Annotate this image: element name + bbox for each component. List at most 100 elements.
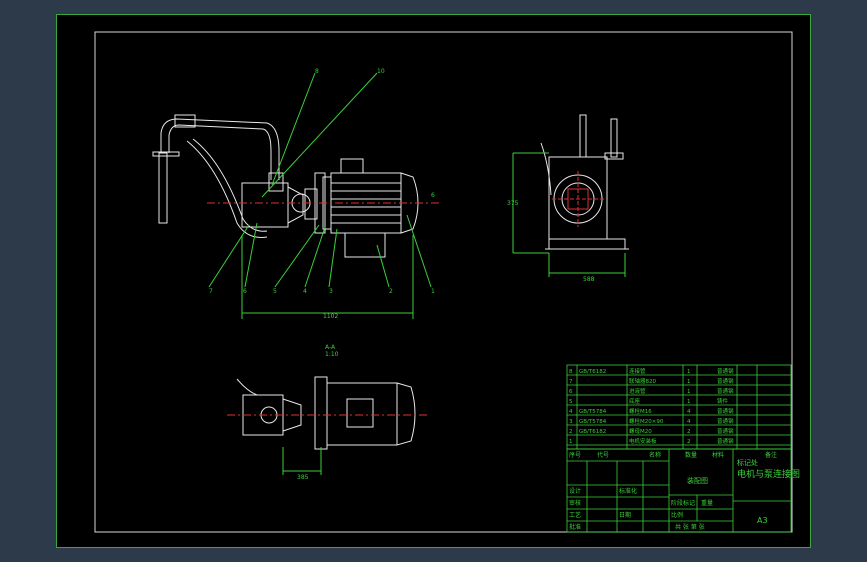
bom-cell-name: 螺母M20 <box>629 427 652 435</box>
top-motor <box>326 382 398 446</box>
side-pipe-1 <box>579 114 587 158</box>
paper-size: A3 <box>757 516 768 525</box>
bom-header-no: 序号 <box>569 451 581 459</box>
pipe-coupling <box>174 114 196 128</box>
bom-header-name: 名称 <box>649 451 661 459</box>
callout-7: 7 <box>209 288 213 295</box>
motor-foot <box>344 232 386 258</box>
title-block <box>566 448 792 533</box>
terminal-box <box>340 158 364 174</box>
bom-cell-no: 6 <box>569 389 573 395</box>
bom-cell-material: 普通钢 <box>717 377 734 385</box>
inlet-flange <box>152 151 180 157</box>
inlet-pipe <box>158 152 168 224</box>
bom-cell-qty: 1 <box>687 389 691 395</box>
bom-cell-no: 4 <box>569 409 573 415</box>
top-hose <box>236 378 258 396</box>
date-label: 日期 <box>619 511 631 519</box>
bom-cell-name: 螺栓M20×90 <box>629 417 664 425</box>
front-side-dim: 6 <box>431 192 435 199</box>
bom-cell-no: 7 <box>569 379 573 385</box>
top-terminal <box>346 398 374 428</box>
hose-fitting <box>268 172 284 192</box>
bom-cell-name: 螺栓M16 <box>629 407 652 415</box>
front-overall-dim: 1102 <box>323 313 338 320</box>
pump-volute <box>287 186 304 224</box>
bom-cell-no: 1 <box>569 439 573 445</box>
check-label: 审核 <box>569 499 581 507</box>
bom-cell-name: 底座 <box>629 397 641 405</box>
drawing-title: 电机与泵连接图 <box>737 468 800 480</box>
bom-cell-no: 5 <box>569 399 573 405</box>
hose-lower <box>186 140 268 238</box>
callout-3: 3 <box>329 288 333 295</box>
sheet-type: 装配图 <box>687 476 708 485</box>
side-hose <box>540 142 552 196</box>
bom-cell-name: 电机安装板 <box>629 437 657 445</box>
motor-fan-cover <box>400 172 419 234</box>
cad-drawing: 1102 6 8 10 7 6 5 4 3 2 1 A-A 1:10 <box>94 31 800 533</box>
bom-cell-qty: 2 <box>687 439 691 445</box>
bom-cell-qty: 1 <box>687 369 691 375</box>
bom-header: 序号 代号 名称 数量 材料 备注 <box>569 451 777 459</box>
design-label: 设计 <box>569 487 581 495</box>
hose-top <box>160 118 280 180</box>
bom-cell-no: 2 <box>569 429 573 435</box>
callout-2: 2 <box>389 288 393 295</box>
weight-label: 重量 <box>701 499 713 507</box>
bom-cell-code: GB/T6182 <box>579 429 606 435</box>
bom-cell-qty: 4 <box>687 409 691 415</box>
bom-cell-name: 联轴器820 <box>629 377 656 385</box>
callout-10: 10 <box>377 68 385 75</box>
inner-border <box>94 31 793 533</box>
scale-label: 比例 <box>671 511 683 519</box>
bom-cell-name: 连接管 <box>629 367 646 375</box>
bom-cell-code: GB/T6182 <box>579 369 606 375</box>
bom-cell-qty: 1 <box>687 379 691 385</box>
bom-header-remark: 备注 <box>765 451 777 459</box>
side-base <box>548 238 626 250</box>
bom-table <box>566 364 792 450</box>
top-width-dim: 385 <box>297 474 309 481</box>
bom-cell-qty: 4 <box>687 419 691 425</box>
top-coupling <box>314 376 328 450</box>
bom-cell-material: 普通钢 <box>717 387 734 395</box>
section-label: A-A <box>325 344 336 351</box>
approve-label: 批准 <box>569 523 581 531</box>
top-view <box>227 376 429 475</box>
bom-cell-material: 普通钢 <box>717 407 734 415</box>
bom-cell-material: 普通钢 <box>717 427 734 435</box>
bom-cell-name: 进液管 <box>629 387 646 395</box>
front-view <box>152 72 439 319</box>
pump-body <box>241 182 289 228</box>
title-org: 标记处 <box>737 458 758 467</box>
bom-cell-qty: 2 <box>687 429 691 435</box>
title-block-text: 标记处 电机与泵连接图 装配图 阶段标记 重量 比例 共 张 第 张 A3 设计… <box>569 458 800 531</box>
drawing-sheet: 1102 6 8 10 7 6 5 4 3 2 1 A-A 1:10 <box>56 14 811 548</box>
side-pipe-2 <box>610 118 618 158</box>
callout-1: 1 <box>431 288 435 295</box>
bom-header-code: 代号 <box>597 451 609 459</box>
bom-cell-no: 3 <box>569 419 573 425</box>
bom-cell-material: 铸件 <box>717 397 729 405</box>
callout-6: 6 <box>243 288 247 295</box>
bom-cell-material: 普通钢 <box>717 437 734 445</box>
callout-8: 8 <box>315 68 319 75</box>
bom-cell-qty: 1 <box>687 399 691 405</box>
bom-header-qty: 数量 <box>685 451 697 459</box>
bom-header-material: 材料 <box>712 451 724 459</box>
bom-cell-material: 普通钢 <box>717 367 734 375</box>
callout-4: 4 <box>303 288 307 295</box>
front-callouts: 8 10 7 6 5 4 3 2 1 <box>209 68 435 295</box>
bom-cell-code: GB/T5784 <box>579 409 607 415</box>
section-scale: 1:10 <box>325 351 339 358</box>
sheet-count: 共 张 第 张 <box>675 523 705 531</box>
side-width-dim: 588 <box>583 276 595 283</box>
side-view <box>512 114 629 277</box>
bom-cell-code: GB/T5784 <box>579 419 607 425</box>
stage-label: 阶段标记 <box>671 499 695 507</box>
callout-5: 5 <box>273 288 277 295</box>
bom-cell-material: 普通钢 <box>717 417 734 425</box>
